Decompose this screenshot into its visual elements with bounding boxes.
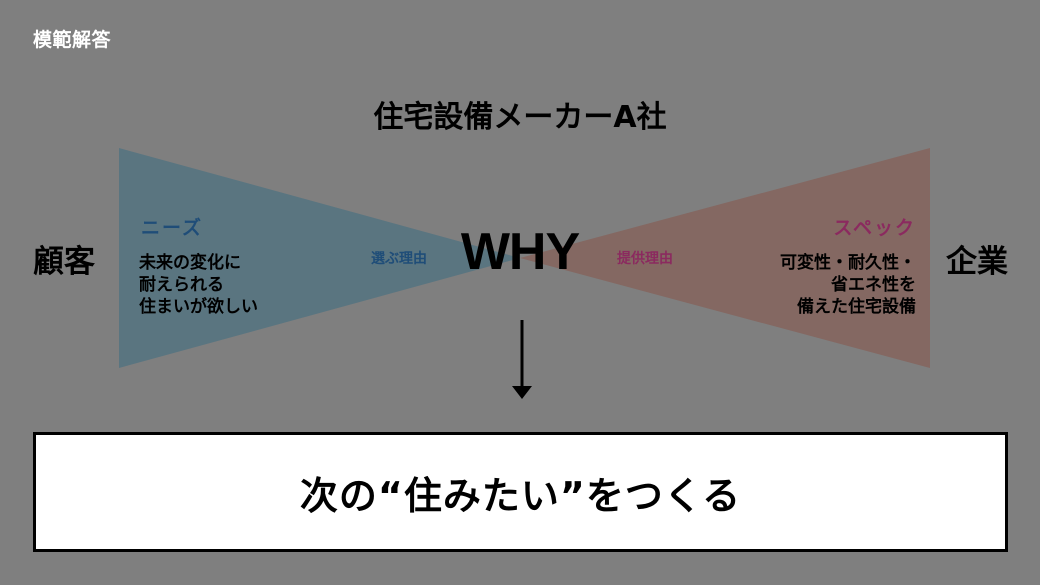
needs-line: 住まいが欲しい [139,297,258,317]
spec-heading: スペック [833,217,916,239]
result-text: 次の“住みたい”をつくる [299,473,742,518]
spec-triangle [520,148,930,368]
result-box: 次の“住みたい”をつくる [33,432,1008,552]
provide-reason-label: 提供理由 [617,251,673,267]
needs-line: 耐えられる [139,275,224,295]
needs-description: 未来の変化に 耐えられる 住まいが欲しい [139,252,258,318]
choose-reason-label: 選ぶ理由 [371,251,427,267]
corner-label: 模範解答 [33,29,112,51]
needs-line: 未来の変化に [139,253,241,273]
spec-line: 備えた住宅設備 [797,297,916,317]
needs-heading: ニーズ [141,217,204,239]
spec-line: 可変性・耐久性・ [780,253,916,273]
arrow-down-icon [512,320,532,399]
customer-label: 顧客 [33,244,95,280]
spec-description: 可変性・耐久性・ 省エネ性を 備えた住宅設備 [700,252,916,318]
needs-triangle [119,148,520,368]
spec-line: 省エネ性を [831,275,916,295]
company-label: 企業 [946,244,1008,280]
why-label: WHY [460,223,580,281]
page-title: 住宅設備メーカーA社 [373,100,667,135]
